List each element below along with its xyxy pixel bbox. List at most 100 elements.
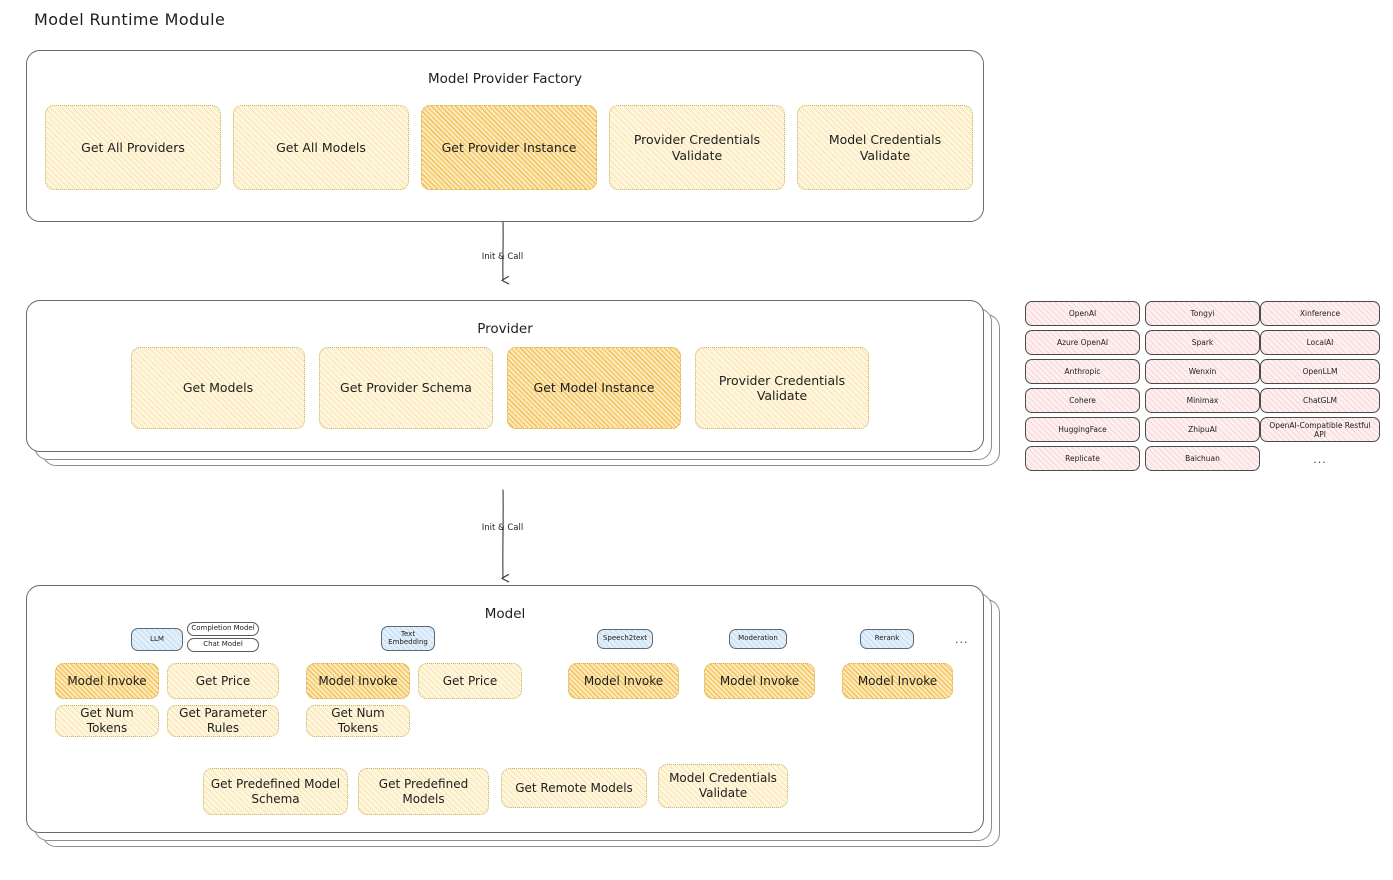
provider-node-label: Provider Credentials Validate bbox=[718, 372, 846, 403]
provider-chip-label: ChatGLM bbox=[1303, 396, 1337, 405]
provider-chip-spark[interactable]: Spark bbox=[1145, 330, 1260, 355]
factory-node-label: Get All Providers bbox=[81, 139, 185, 155]
model-node-label: Model Credentials Validate bbox=[669, 771, 777, 800]
model-node-label: Get Remote Models bbox=[515, 780, 633, 795]
model-type-badge-moderation[interactable]: Moderation bbox=[729, 629, 787, 649]
provider-chip-xinference[interactable]: Xinference bbox=[1260, 301, 1380, 326]
provider-node-get-models[interactable]: Get Models bbox=[131, 347, 305, 429]
model-node-rerank-model-invoke[interactable]: Model Invoke bbox=[842, 663, 953, 699]
model-node-label: Model Invoke bbox=[857, 673, 938, 688]
panel-title-provider: Provider bbox=[477, 321, 533, 337]
model-node-label: Get Predefined Models bbox=[378, 776, 469, 806]
model-node-llm-get-price[interactable]: Get Price bbox=[167, 663, 279, 699]
provider-node-provider-credentials-validate[interactable]: Provider Credentials Validate bbox=[695, 347, 869, 429]
model-node-label: Get Predefined Model Schema bbox=[210, 776, 341, 806]
model-type-badge-label: Rerank bbox=[874, 634, 900, 643]
factory-node-get-provider-instance[interactable]: Get Provider Instance bbox=[421, 105, 597, 190]
model-node-moderation-model-invoke[interactable]: Model Invoke bbox=[704, 663, 815, 699]
model-subtype-badge-label: Chat Model bbox=[203, 640, 243, 649]
model-type-badge-llm[interactable]: LLM bbox=[131, 628, 183, 651]
provider-node-get-provider-schema[interactable]: Get Provider Schema bbox=[319, 347, 493, 429]
provider-chip-label: ZhipuAI bbox=[1188, 425, 1217, 434]
model-node-speech2text-model-invoke[interactable]: Model Invoke bbox=[568, 663, 679, 699]
model-node-get-remote-models[interactable]: Get Remote Models bbox=[501, 768, 647, 808]
panel-model: Model LLM Completion Model Chat Model Mo… bbox=[26, 585, 984, 833]
provider-chip-label: Minimax bbox=[1186, 396, 1219, 405]
provider-chip-tongyi[interactable]: Tongyi bbox=[1145, 301, 1260, 326]
model-node-label: Model Invoke bbox=[67, 673, 147, 688]
factory-node-model-credentials-validate[interactable]: Model Credentials Validate bbox=[797, 105, 973, 190]
provider-chip-label: HuggingFace bbox=[1058, 425, 1107, 434]
provider-chip-azure-openai[interactable]: Azure OpenAI bbox=[1025, 330, 1140, 355]
panel-model-provider-factory: Model Provider Factory Get All Providers… bbox=[26, 50, 984, 222]
provider-chip-label: Wenxin bbox=[1188, 367, 1217, 376]
provider-chip-label: OpenLLM bbox=[1302, 367, 1338, 376]
provider-chip-label: OpenAI-Compatible Restful API bbox=[1269, 420, 1371, 439]
provider-chip-wenxin[interactable]: Wenxin bbox=[1145, 359, 1260, 384]
factory-node-label: Get All Models bbox=[276, 139, 366, 155]
provider-chip-label: Xinference bbox=[1299, 309, 1341, 318]
provider-chip-chatglm[interactable]: ChatGLM bbox=[1260, 388, 1380, 413]
model-subtype-badge-label: Completion Model bbox=[191, 624, 255, 633]
provider-chip-label: Anthropic bbox=[1064, 367, 1101, 376]
model-type-badge-label: LLM bbox=[150, 634, 164, 643]
model-node-get-predefined-models[interactable]: Get Predefined Models bbox=[358, 768, 489, 815]
factory-node-label: Get Provider Instance bbox=[441, 139, 577, 155]
panel-provider: Provider Get Models Get Provider Schema … bbox=[26, 300, 984, 452]
arrow-label-provider-to-model: Init & Call bbox=[481, 523, 524, 533]
model-subtype-badge-completion-model[interactable]: Completion Model bbox=[187, 622, 259, 636]
provider-chip-label: Cohere bbox=[1069, 396, 1096, 405]
provider-chip-label: Baichuan bbox=[1185, 454, 1220, 463]
model-node-llm-model-invoke[interactable]: Model Invoke bbox=[55, 663, 159, 699]
provider-chip-replicate[interactable]: Replicate bbox=[1025, 446, 1140, 471]
model-node-label: Get Price bbox=[195, 673, 251, 688]
model-node-label: Model Invoke bbox=[583, 673, 664, 688]
provider-node-label: Get Model Instance bbox=[533, 380, 655, 396]
model-node-label: Get Price bbox=[442, 673, 498, 688]
model-node-model-credentials-validate[interactable]: Model Credentials Validate bbox=[658, 764, 788, 808]
provider-chip-label: Azure OpenAI bbox=[1056, 338, 1109, 347]
model-node-label: Get Num Tokens bbox=[80, 706, 134, 735]
model-type-badge-text-embedding[interactable]: Text Embedding bbox=[381, 626, 435, 651]
model-node-label: Get Num Tokens bbox=[331, 706, 385, 735]
model-type-badge-rerank[interactable]: Rerank bbox=[860, 629, 914, 649]
factory-node-label: Provider Credentials Validate bbox=[633, 132, 761, 163]
model-node-text-embedding-get-num-tokens[interactable]: Get Num Tokens bbox=[306, 705, 410, 737]
model-type-badge-label: Speech2text bbox=[602, 634, 648, 643]
model-node-label: Model Invoke bbox=[719, 673, 800, 688]
model-node-llm-get-num-tokens[interactable]: Get Num Tokens bbox=[55, 705, 159, 737]
provider-chip-huggingface[interactable]: HuggingFace bbox=[1025, 417, 1140, 442]
provider-chip-label: Replicate bbox=[1065, 454, 1100, 463]
provider-chip-label: Spark bbox=[1191, 338, 1214, 347]
model-node-label: Model Invoke bbox=[318, 673, 398, 688]
factory-node-label: Model Credentials Validate bbox=[828, 132, 942, 163]
panel-title-model-provider-factory: Model Provider Factory bbox=[427, 71, 582, 87]
model-node-get-predefined-model-schema[interactable]: Get Predefined Model Schema bbox=[203, 768, 348, 815]
provider-chip-openllm[interactable]: OpenLLM bbox=[1260, 359, 1380, 384]
model-type-badge-speech2text[interactable]: Speech2text bbox=[597, 629, 653, 649]
provider-node-label: Get Provider Schema bbox=[340, 380, 472, 396]
provider-chip-openai-compatible-restful-api[interactable]: OpenAI-Compatible Restful API bbox=[1260, 417, 1380, 442]
provider-chip-localai[interactable]: LocalAI bbox=[1260, 330, 1380, 355]
provider-node-get-model-instance[interactable]: Get Model Instance bbox=[507, 347, 681, 429]
panel-title-model: Model bbox=[484, 606, 526, 622]
provider-node-label: Get Models bbox=[182, 380, 254, 396]
provider-chip-label: LocalAI bbox=[1306, 338, 1334, 347]
provider-chip-label: Tongyi bbox=[1190, 309, 1215, 318]
model-node-text-embedding-get-price[interactable]: Get Price bbox=[418, 663, 522, 699]
arrow-label-factory-to-provider: Init & Call bbox=[481, 252, 524, 262]
model-node-llm-get-parameter-rules[interactable]: Get Parameter Rules bbox=[167, 705, 279, 737]
model-node-text-embedding-model-invoke[interactable]: Model Invoke bbox=[306, 663, 410, 699]
model-type-badge-label: Text Embedding bbox=[388, 629, 428, 646]
provider-chip-openai[interactable]: OpenAI bbox=[1025, 301, 1140, 326]
model-types-ellipsis: ... bbox=[955, 633, 969, 646]
provider-chip-baichuan[interactable]: Baichuan bbox=[1145, 446, 1260, 471]
factory-node-provider-credentials-validate[interactable]: Provider Credentials Validate bbox=[609, 105, 785, 190]
provider-chip-anthropic[interactable]: Anthropic bbox=[1025, 359, 1140, 384]
factory-node-get-all-models[interactable]: Get All Models bbox=[233, 105, 409, 190]
model-subtype-badge-chat-model[interactable]: Chat Model bbox=[187, 638, 259, 652]
provider-chip-zhipuai[interactable]: ZhipuAI bbox=[1145, 417, 1260, 442]
provider-chip-cohere[interactable]: Cohere bbox=[1025, 388, 1140, 413]
provider-chip-minimax[interactable]: Minimax bbox=[1145, 388, 1260, 413]
factory-node-get-all-providers[interactable]: Get All Providers bbox=[45, 105, 221, 190]
